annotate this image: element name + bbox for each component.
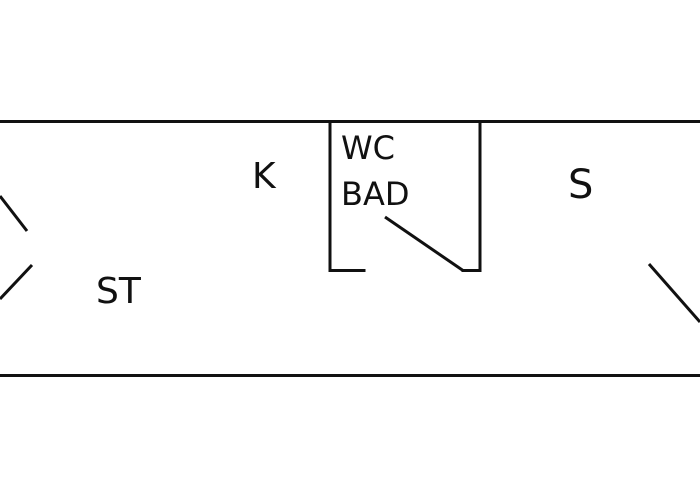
- bathroom-door: [384, 215, 464, 272]
- right-door-leaf: [647, 263, 700, 323]
- room-label-kitchen: K: [252, 156, 277, 197]
- room-label-bedroom: S: [568, 162, 593, 208]
- left-door-leaf-lower: [0, 263, 34, 301]
- left-door-leaf-upper: [0, 195, 29, 232]
- room-label-bathroom: BAD: [341, 175, 409, 213]
- room-label-wc: WC: [341, 129, 395, 167]
- room-label-living-room: ST: [96, 271, 142, 312]
